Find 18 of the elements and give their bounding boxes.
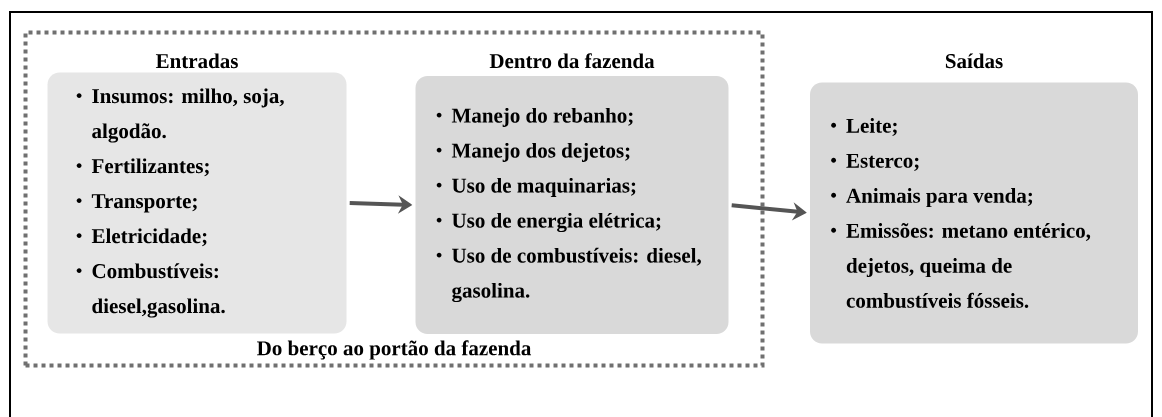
bullet-item: Manejo dos dejetos; <box>436 142 630 162</box>
bullet-item: Insumos: milho, soja, algodão. <box>76 88 284 143</box>
heading: Saídas <box>945 53 1003 69</box>
bullet-item: Eletricidade; <box>76 228 207 247</box>
bullet-item: Uso de combustíveis: diesel, gasolina. <box>436 247 701 303</box>
bullet-item: Transporte; <box>76 194 197 213</box>
bullet-item: Leite; <box>831 118 897 136</box>
heading: Dentro da fazenda <box>489 53 655 69</box>
bullet-item: Uso de maquinarias; <box>436 177 636 197</box>
bullet-item: Emissões: metano entérico, dejetos, queima de combustíveis fósseis. <box>831 223 1091 308</box>
boundary-label: Do berço ao portão da fazenda <box>254 338 534 362</box>
bullet-item: Fertilizantes; <box>76 158 209 177</box>
heading: Entradas <box>155 53 238 69</box>
bullet-item: Esterco; <box>831 153 919 171</box>
bullet-item: Combustíveis: diesel,gasolina. <box>76 263 225 318</box>
bullet-item: Uso de energia elétrica; <box>436 212 661 233</box>
bullet-item: Animais para venda; <box>831 188 1033 208</box>
bullet-item: Manejo do rebanho; <box>436 107 633 127</box>
